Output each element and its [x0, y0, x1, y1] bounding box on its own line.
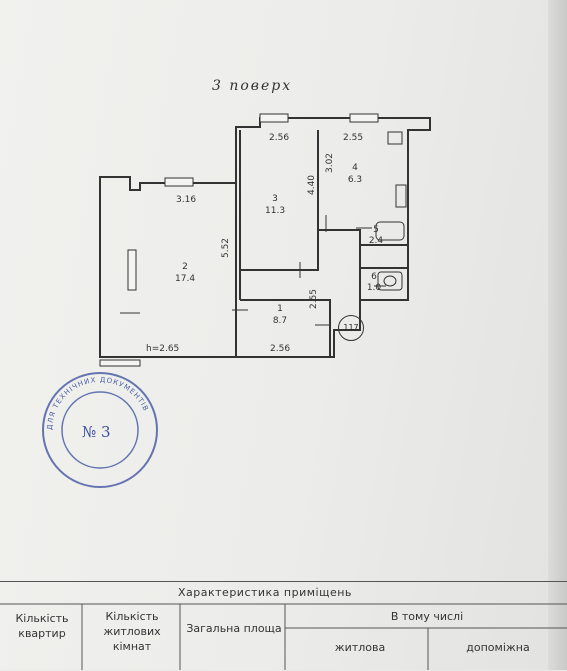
room-5-number: 5: [373, 225, 379, 235]
header-living-rooms: Кількість житлових кімнат: [103, 610, 161, 653]
room-2-area: 17.4: [175, 274, 196, 284]
header-auxiliary: допоміжна: [466, 641, 530, 654]
dim-hall-width: 2.56: [270, 344, 291, 354]
room-2-number: 2: [182, 262, 188, 272]
room-6-area: 1.0: [366, 283, 382, 293]
header-living: житлова: [334, 641, 386, 654]
room-4-area: 6.3: [347, 175, 363, 185]
table-caption: Характеристика приміщень: [178, 586, 352, 599]
stamp-number: № 3: [82, 423, 111, 441]
room-3-number: 3: [272, 194, 278, 204]
room-6-number: 6: [371, 272, 377, 282]
room-3-area: 11.3: [265, 206, 286, 216]
dim-top-left-room: 2.56: [269, 133, 290, 143]
dim-top-right-room: 2.55: [343, 133, 364, 143]
header-including: В тому числі: [390, 610, 464, 623]
apartment-number: 117: [338, 315, 364, 341]
room-1-area: 8.7: [272, 316, 288, 326]
outer-wall: [99, 117, 431, 358]
room-5-area: 2.4: [368, 236, 384, 246]
room-1-number: 1: [277, 304, 283, 314]
dim-living-width: 3.16: [176, 195, 197, 205]
header-total-area: Загальна площа: [186, 622, 282, 635]
floor-title: 3 поверх: [212, 78, 293, 94]
page-edge-shadow: [548, 0, 567, 670]
header-apartments: Кількість квартир: [15, 612, 69, 640]
room-4-number: 4: [352, 163, 358, 173]
ceiling-height: h=2.65: [146, 344, 180, 354]
characteristics-table: [0, 581, 567, 671]
